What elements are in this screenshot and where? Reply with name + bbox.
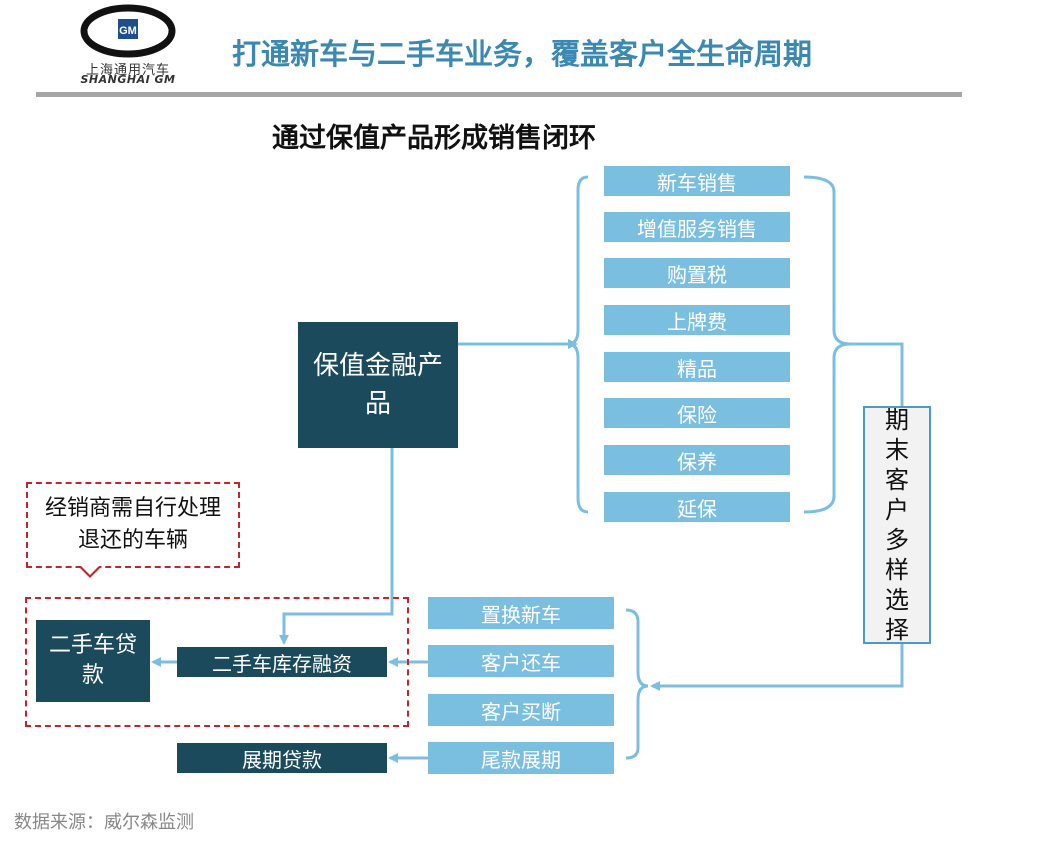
used-car-finance-group (25, 597, 409, 727)
callout-tail-fill (81, 566, 99, 575)
customer-choices-box: 期末客户多样选择 (863, 406, 931, 644)
customer-choices-label: 期末客户多样选择 (885, 406, 909, 644)
value-preserving-finance-product: 保值金融产品 (298, 322, 458, 448)
page-title: 打通新车与二手车业务，覆盖客户全生命周期 (232, 37, 813, 71)
diagram-subtitle: 通过保值产品形成销售闭环 (272, 123, 596, 154)
revenue-right-brace (803, 175, 851, 514)
options-right-brace (625, 608, 649, 760)
option-return-car: 客户还车 (428, 645, 614, 677)
option-balloon-extension: 尾款展期 (428, 742, 614, 774)
data-source-note: 数据来源：威尔森监测 (14, 812, 194, 833)
logo-en-name: SHANGHAI GM (80, 73, 176, 86)
used-car-loan-node: 二手车贷款 (36, 620, 150, 702)
revenue-item-new-car-sales: 新车销售 (604, 166, 790, 196)
shanghai-gm-logo: GM (58, 4, 198, 86)
brace-to-choices-line (850, 342, 904, 406)
revenue-item-value-added-services: 增值服务销售 (604, 212, 790, 242)
option-buyout: 客户买断 (428, 694, 614, 726)
revenue-item-maintenance: 保养 (604, 445, 790, 475)
dealer-return-callout: 经销商需自行处理退还的车辆 (26, 482, 240, 568)
used-car-inventory-finance-node: 二手车库存融资 (177, 647, 387, 677)
revenue-item-purchase-tax: 购置税 (604, 258, 790, 288)
revenue-item-extended-warranty: 延保 (604, 492, 790, 522)
revenue-left-brace (567, 175, 589, 514)
option-trade-in-new-car: 置换新车 (428, 597, 614, 629)
product-to-inventory-arrow (279, 448, 394, 645)
choices-to-options-arrow (650, 644, 904, 691)
revenue-item-license-fee: 上牌费 (604, 305, 790, 335)
gm-emblem-text: GM (119, 25, 137, 37)
header-divider (36, 92, 962, 97)
revenue-item-accessories: 精品 (604, 352, 790, 382)
revenue-item-insurance: 保险 (604, 398, 790, 428)
logo-cn-name: 上海通用汽车 (85, 63, 170, 78)
extended-loan-node: 展期贷款 (177, 743, 387, 773)
